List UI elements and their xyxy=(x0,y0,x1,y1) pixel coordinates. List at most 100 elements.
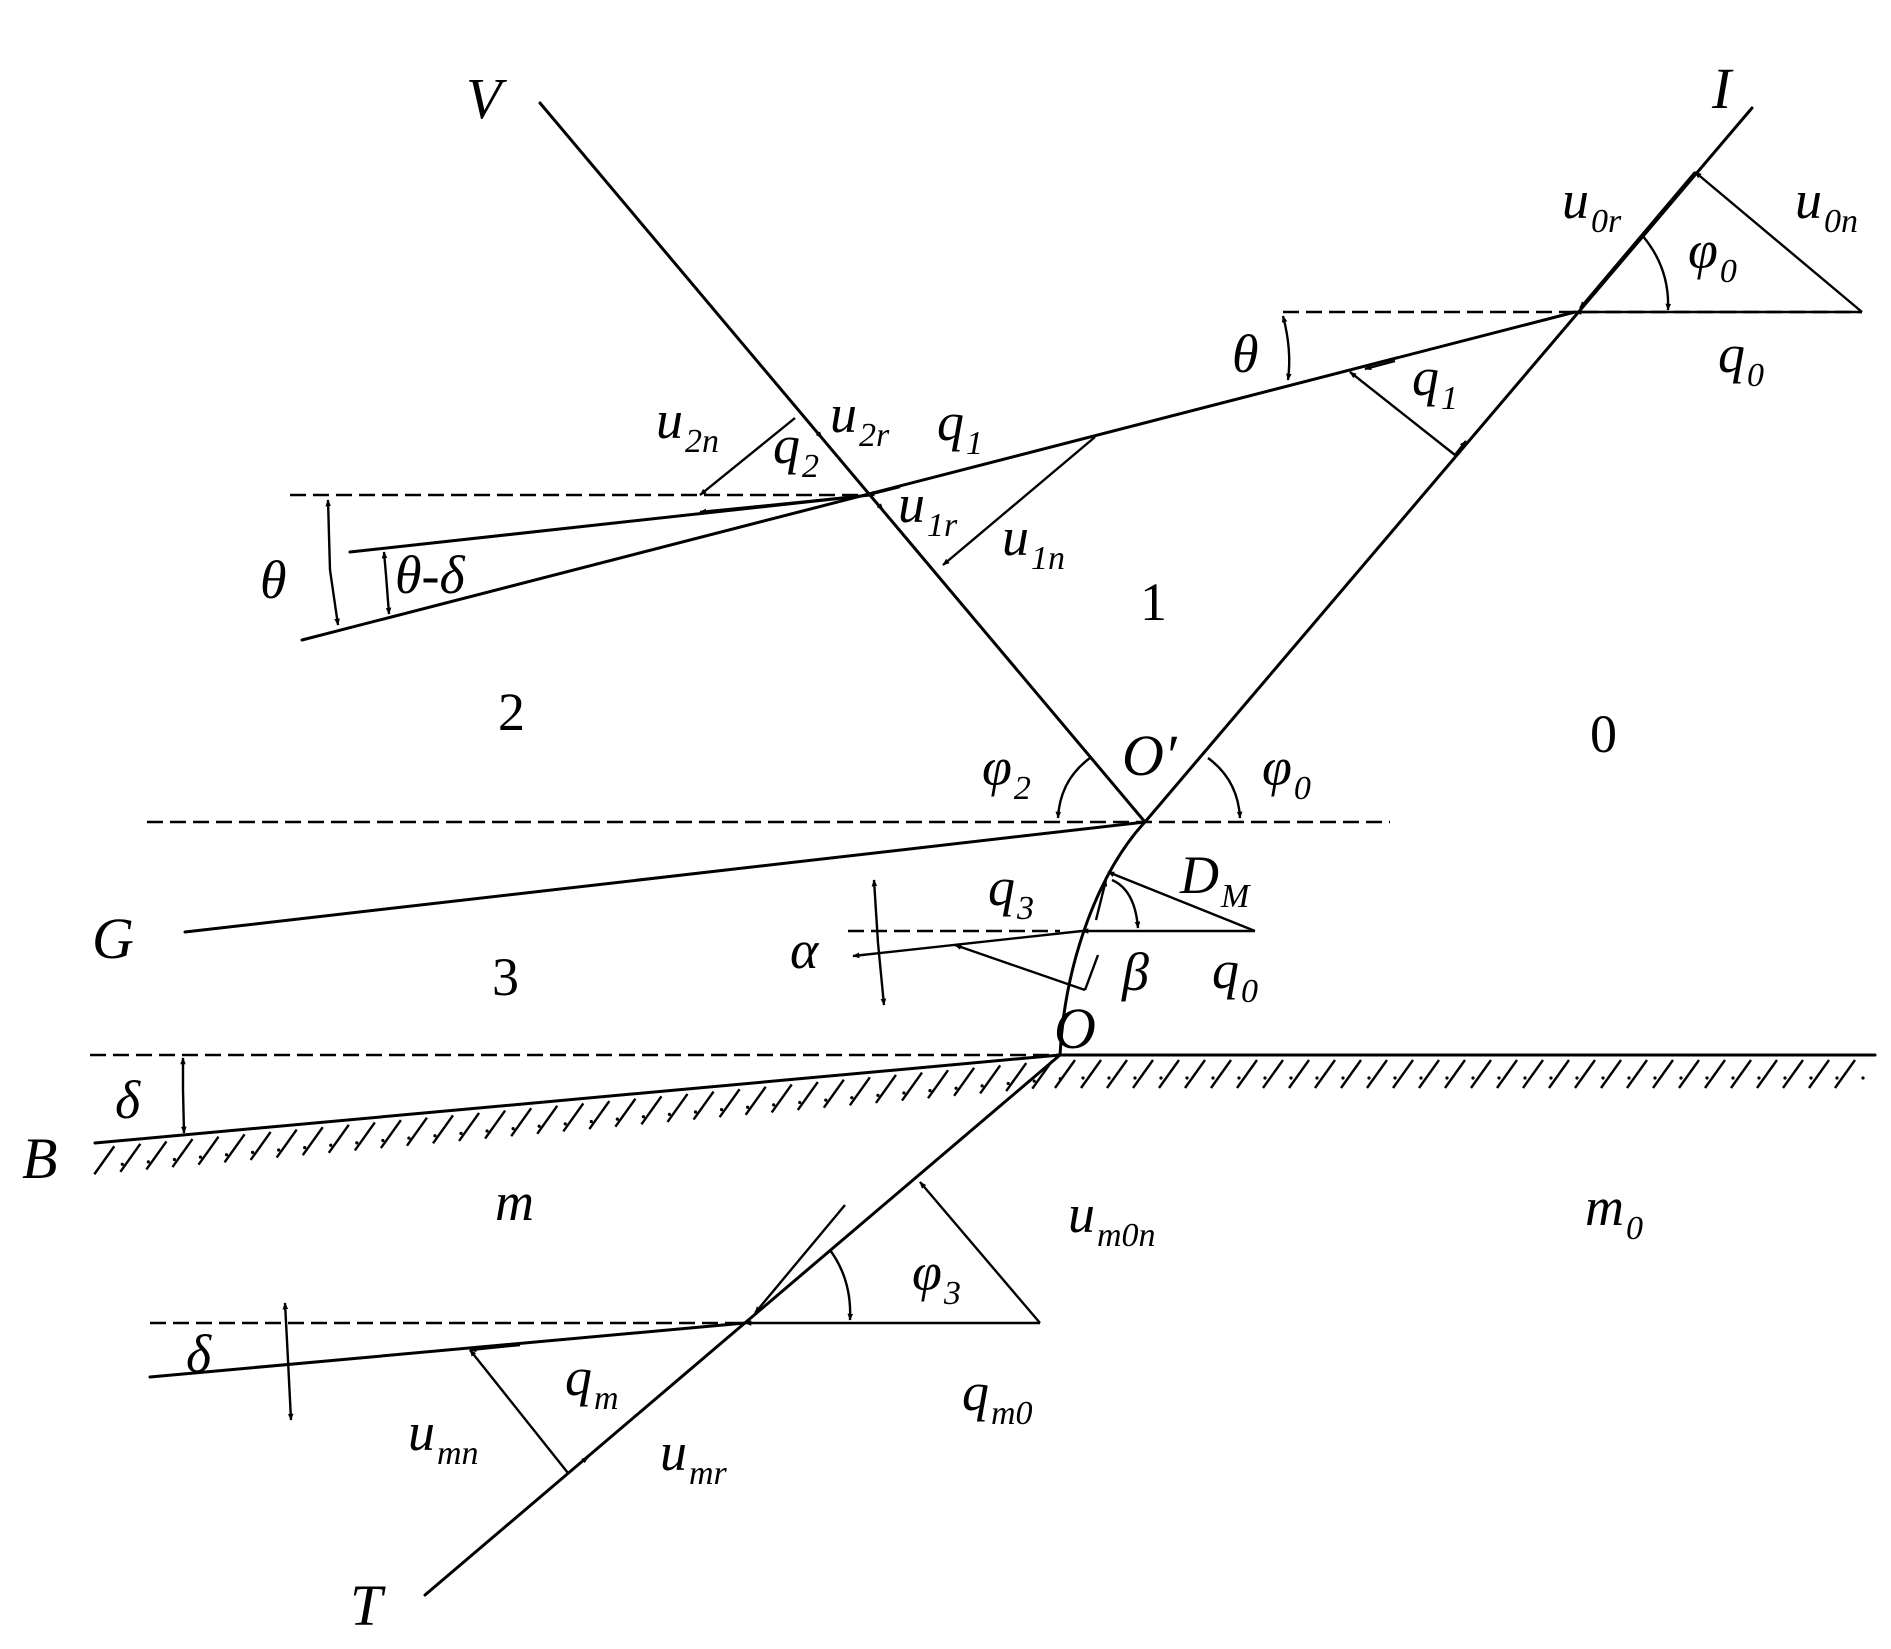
streamline-after-I xyxy=(300,310,1577,642)
hatch-stroke xyxy=(614,1098,637,1128)
hatch-dot xyxy=(433,1134,437,1138)
hatch-dot xyxy=(928,1088,932,1093)
label-delta-wall: δ xyxy=(115,1070,141,1130)
hatch-dot xyxy=(1393,1076,1397,1080)
hatch-stroke xyxy=(1808,1059,1830,1089)
hatch-stroke xyxy=(484,1109,507,1140)
region-label-m: m xyxy=(495,1172,534,1232)
angle-arrow-alpha-up xyxy=(871,879,880,944)
hatch-stroke xyxy=(119,1143,142,1173)
hatch-dot xyxy=(1058,1077,1062,1081)
vector-q2 xyxy=(699,493,871,515)
label-I: I xyxy=(1711,56,1734,121)
vector-u1n xyxy=(942,436,1096,566)
angle-arrow-delta-lower-up xyxy=(282,1302,290,1361)
hatch-stroke xyxy=(1626,1059,1648,1089)
hatch-stroke xyxy=(718,1088,741,1118)
hatch-dot xyxy=(589,1119,593,1124)
hatch-stroke xyxy=(353,1121,376,1152)
hatch-stroke xyxy=(588,1100,611,1130)
angle-arrow-theta-left-up xyxy=(325,499,332,571)
hatch-stroke xyxy=(770,1083,793,1114)
label-B: B xyxy=(22,1126,57,1191)
hatch-dot xyxy=(641,1115,646,1119)
hatch-dot xyxy=(1315,1076,1319,1080)
hatch-dot xyxy=(615,1117,619,1121)
vector-u0n xyxy=(1694,171,1863,313)
label-V: V xyxy=(466,66,508,131)
hatch-dot xyxy=(1575,1076,1579,1080)
hatch-stroke xyxy=(405,1117,428,1147)
hatch-dot xyxy=(1367,1076,1371,1080)
hatch-stroke xyxy=(1054,1059,1076,1089)
angle-arc-phi0-lower xyxy=(1207,757,1243,819)
curved-shock-OOprime xyxy=(1058,820,1147,1057)
hatch-dot xyxy=(1133,1076,1137,1080)
hatch-dot xyxy=(1783,1076,1787,1080)
hatch-stroke xyxy=(1652,1059,1674,1089)
region-label-0: 0 xyxy=(1590,704,1617,764)
hatch-stroke xyxy=(510,1107,533,1137)
hatch-stroke xyxy=(1132,1059,1154,1089)
streamline-lower-delta xyxy=(148,1321,747,1379)
hatch-dot xyxy=(954,1086,958,1090)
label-q0-upper: q0 xyxy=(1718,324,1764,394)
hatch-dot xyxy=(146,1160,150,1164)
hatch-stroke xyxy=(1730,1059,1752,1089)
angle-arc-phi0-upper xyxy=(1641,234,1672,311)
label-u2r: u2r xyxy=(830,384,890,454)
hatch-stroke xyxy=(301,1126,324,1156)
hatch-stroke xyxy=(536,1105,559,1135)
hatch-stroke xyxy=(1005,1062,1028,1092)
hatch-stroke xyxy=(1158,1059,1180,1089)
hatch-dot xyxy=(1289,1076,1293,1080)
hatch-stroke xyxy=(1210,1059,1232,1089)
hatch-dot xyxy=(824,1098,828,1102)
hatch-stroke xyxy=(1782,1059,1804,1089)
slipline-G xyxy=(183,820,1147,934)
hatch-dot xyxy=(1627,1076,1631,1080)
hatch-dot xyxy=(563,1122,567,1126)
hatch-stroke xyxy=(145,1140,168,1171)
label-phi0-upper: φ0 xyxy=(1688,220,1737,290)
hatch-dot xyxy=(693,1110,698,1114)
angle-arrow-theta-delta-up xyxy=(381,551,388,576)
region-label-3: 3 xyxy=(492,947,519,1007)
vector-u2n xyxy=(699,417,796,496)
hatch-stroke xyxy=(379,1119,402,1149)
shock-line-T xyxy=(423,1053,1062,1597)
hatch-stroke xyxy=(744,1086,767,1116)
label-q1-right: q1 xyxy=(1412,347,1458,417)
hatch-stroke xyxy=(822,1079,845,1109)
vector-u0r xyxy=(1579,171,1696,309)
hatch-dot xyxy=(1731,1076,1735,1080)
hatch-stroke xyxy=(1314,1059,1336,1089)
hatch-dot xyxy=(667,1112,672,1116)
hatch-stroke xyxy=(692,1090,715,1121)
hatch-stroke xyxy=(1288,1059,1310,1089)
region-label-1: 1 xyxy=(1140,572,1167,632)
label-phi2: φ2 xyxy=(982,737,1031,807)
region-label-2: 2 xyxy=(498,682,525,742)
hatch-stroke xyxy=(1834,1059,1856,1089)
hatch-stroke xyxy=(640,1095,663,1126)
shock-line-V xyxy=(538,101,1147,824)
label-delta-lower: δ xyxy=(186,1324,212,1384)
wall-line-B xyxy=(93,1053,1062,1145)
hatch-stroke xyxy=(93,1145,116,1175)
hatch-dot xyxy=(1705,1076,1709,1080)
hatch-stroke xyxy=(848,1076,871,1107)
label-u1r: u1r xyxy=(898,474,958,544)
angle-arc-beta xyxy=(1111,878,1141,929)
hatch-stroke xyxy=(327,1124,350,1154)
hatch-stroke xyxy=(458,1112,481,1142)
vector-u1r xyxy=(869,494,884,511)
label-theta-left: θ xyxy=(260,550,287,610)
hatch-dot xyxy=(224,1153,229,1157)
label-T: T xyxy=(350,1573,386,1638)
hatch-dot xyxy=(355,1141,359,1145)
label-beta: β xyxy=(1121,942,1149,1002)
hatch-dot xyxy=(1523,1076,1527,1080)
label-um0n: um0n xyxy=(1068,1184,1156,1254)
